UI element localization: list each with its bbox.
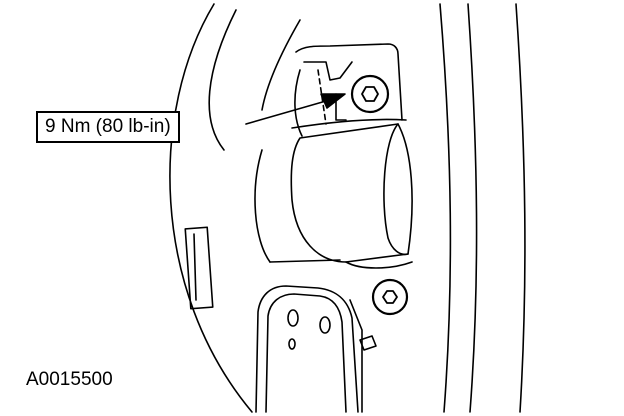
callout-leader-line <box>245 100 327 125</box>
right-edge-line-2 <box>467 3 478 413</box>
lower-bracket <box>255 285 359 413</box>
upper-bracket-edge <box>294 69 303 137</box>
lower-bracket-inner <box>265 293 347 413</box>
callout-arrowhead-icon <box>320 93 346 109</box>
figure-id: A0015500 <box>26 369 113 390</box>
cylinder-lower-edge <box>269 259 341 263</box>
cylinder-body <box>290 123 413 263</box>
cylinder-top-edge <box>291 118 407 129</box>
body-outline-left <box>169 3 253 413</box>
bracket-hole-right <box>319 316 331 334</box>
right-edge-line-3 <box>515 3 526 413</box>
upper-bolt-hex-icon <box>361 86 379 102</box>
torque-callout-label: 9 Nm (80 lb-in) <box>36 111 180 143</box>
bracket-hole-left <box>287 309 299 327</box>
side-slot <box>184 226 214 310</box>
right-edge-line-1 <box>439 3 452 413</box>
upper-bracket-inner <box>303 61 353 81</box>
cylinder-left-shadow <box>254 149 271 263</box>
lower-bolt-hex-icon <box>382 290 398 304</box>
lower-bolt-head <box>371 278 409 316</box>
bracket-hole-lower <box>288 338 296 350</box>
upper-bracket-slot <box>335 93 347 121</box>
cylinder-end-cap <box>383 123 409 256</box>
upper-bracket <box>295 43 403 121</box>
bracket-tab-line <box>349 299 363 413</box>
side-slot-inner <box>193 233 197 301</box>
body-inner-line <box>208 9 237 151</box>
cylinder-lower-ring <box>345 261 413 269</box>
body-contour-line <box>261 19 301 111</box>
upper-bolt-head <box>350 74 390 114</box>
